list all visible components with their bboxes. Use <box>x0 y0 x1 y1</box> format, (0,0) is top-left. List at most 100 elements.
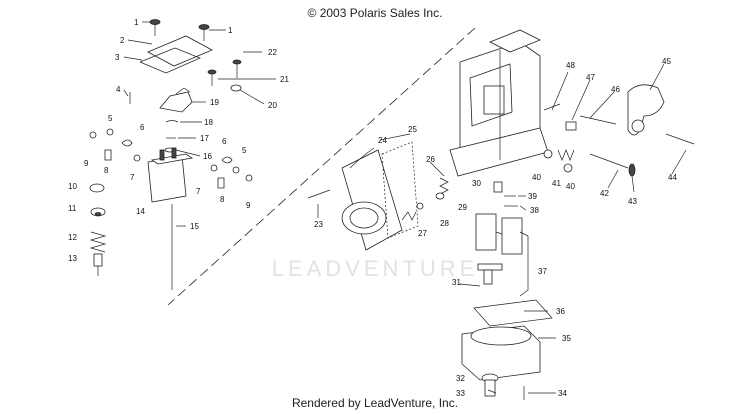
callout-6a: 6 <box>140 123 145 132</box>
footer-credit: Rendered by LeadVenture, Inc. <box>291 396 459 410</box>
callout-5a: 5 <box>108 114 113 123</box>
oring-part-43 <box>628 163 636 177</box>
callout-37: 37 <box>538 267 547 276</box>
callout-20: 20 <box>268 101 277 110</box>
callout-9a: 9 <box>84 159 89 168</box>
screw-part-44 <box>665 133 695 145</box>
callout-33: 33 <box>456 389 465 398</box>
callout-38: 38 <box>530 206 539 215</box>
screw-part-48 <box>543 103 561 111</box>
callout-1b: 1 <box>228 26 233 35</box>
callout-19: 19 <box>210 98 219 107</box>
callout-16: 16 <box>203 152 212 161</box>
callout-45: 45 <box>662 57 671 66</box>
screw-part-1a <box>149 19 161 36</box>
callout-8b: 8 <box>220 195 225 204</box>
callout-11: 11 <box>68 204 77 213</box>
callout-1a: 1 <box>134 18 139 27</box>
ring-part-7a <box>133 154 141 162</box>
ring-part-9a <box>89 131 97 139</box>
callout-34: 34 <box>558 389 567 398</box>
float-bowl-part-35 <box>461 325 541 381</box>
ring-part-9b <box>245 174 253 182</box>
nut-part-11 <box>90 207 106 217</box>
washer-part-28 <box>416 202 424 210</box>
callout-40a: 40 <box>532 173 541 182</box>
callout-labels: 1 1 2 3 22 21 20 4 19 18 17 16 5 6 5 6 7… <box>68 18 677 398</box>
callout-25: 25 <box>408 125 417 134</box>
callout-3: 3 <box>115 53 120 62</box>
callout-9b: 9 <box>246 201 251 210</box>
callout-27: 27 <box>418 229 427 238</box>
needle-valve-part-31 <box>477 263 503 285</box>
callout-12: 12 <box>68 233 77 242</box>
callout-7a: 7 <box>130 173 135 182</box>
callout-5b: 5 <box>242 146 247 155</box>
throttle-slide-part-14 <box>147 147 194 203</box>
callout-36: 36 <box>556 307 565 316</box>
callout-39: 39 <box>528 192 537 201</box>
section-divider <box>167 27 476 306</box>
callout-13: 13 <box>68 254 77 263</box>
link-part-8b <box>217 177 225 189</box>
link-part-8a <box>104 149 112 161</box>
callout-41: 41 <box>552 179 561 188</box>
carburetor-body <box>449 29 549 177</box>
screw-part-1b <box>198 24 210 41</box>
callout-30: 30 <box>472 179 481 188</box>
callout-28: 28 <box>440 219 449 228</box>
callout-48: 48 <box>566 61 575 70</box>
callout-18: 18 <box>204 118 213 127</box>
callout-32: 32 <box>456 374 465 383</box>
callout-43: 43 <box>628 197 637 206</box>
washer-part-5b <box>232 166 240 174</box>
callout-4: 4 <box>116 85 121 94</box>
gasket-part-25 <box>381 141 419 239</box>
spring-part-27 <box>401 211 417 221</box>
drain-plug-part-33 <box>481 373 499 397</box>
callout-35: 35 <box>562 334 571 343</box>
clip-part-6a <box>121 139 133 147</box>
screw-part-22 <box>232 59 242 78</box>
spring-part-41 <box>557 149 575 161</box>
callout-46: 46 <box>611 85 620 94</box>
callout-2: 2 <box>120 36 125 45</box>
float-bracket <box>519 231 529 297</box>
washer-part-20 <box>230 84 242 92</box>
callout-44: 44 <box>668 173 677 182</box>
callout-15: 15 <box>190 222 199 231</box>
callout-6b: 6 <box>222 137 227 146</box>
clip-part-6b <box>221 156 233 164</box>
callout-10: 10 <box>68 182 77 191</box>
callout-8a: 8 <box>104 166 109 175</box>
intake-flange-part-24 <box>341 147 403 251</box>
ring-part-40a <box>543 149 553 159</box>
spring-part-26 <box>439 177 449 195</box>
shaft-part-46 <box>579 115 617 125</box>
ring-part-40b <box>563 163 573 173</box>
lever-part-45 <box>627 84 665 136</box>
washer-part-5a <box>106 128 114 136</box>
callout-42: 42 <box>600 189 609 198</box>
callout-17: 17 <box>200 134 209 143</box>
callout-23: 23 <box>314 220 323 229</box>
ring-part-29 <box>435 192 445 200</box>
callout-47: 47 <box>586 73 595 82</box>
callout-40b: 40 <box>566 182 575 191</box>
leader-lines <box>123 21 687 394</box>
screw-part-23 <box>307 189 331 199</box>
float-part-37 <box>475 213 523 255</box>
callout-14: 14 <box>136 207 145 216</box>
bracket-part-19 <box>159 87 193 113</box>
watermark: LEADVENTURE <box>271 256 479 281</box>
ring-part-7b <box>210 164 218 172</box>
adjuster-part-13 <box>93 253 103 276</box>
jet-part-30 <box>493 181 503 193</box>
gasket-part-36 <box>473 299 553 327</box>
gasket-part-3 <box>139 47 201 74</box>
screw-part-42 <box>589 153 629 169</box>
callout-7b: 7 <box>196 187 201 196</box>
callout-29: 29 <box>458 203 467 212</box>
